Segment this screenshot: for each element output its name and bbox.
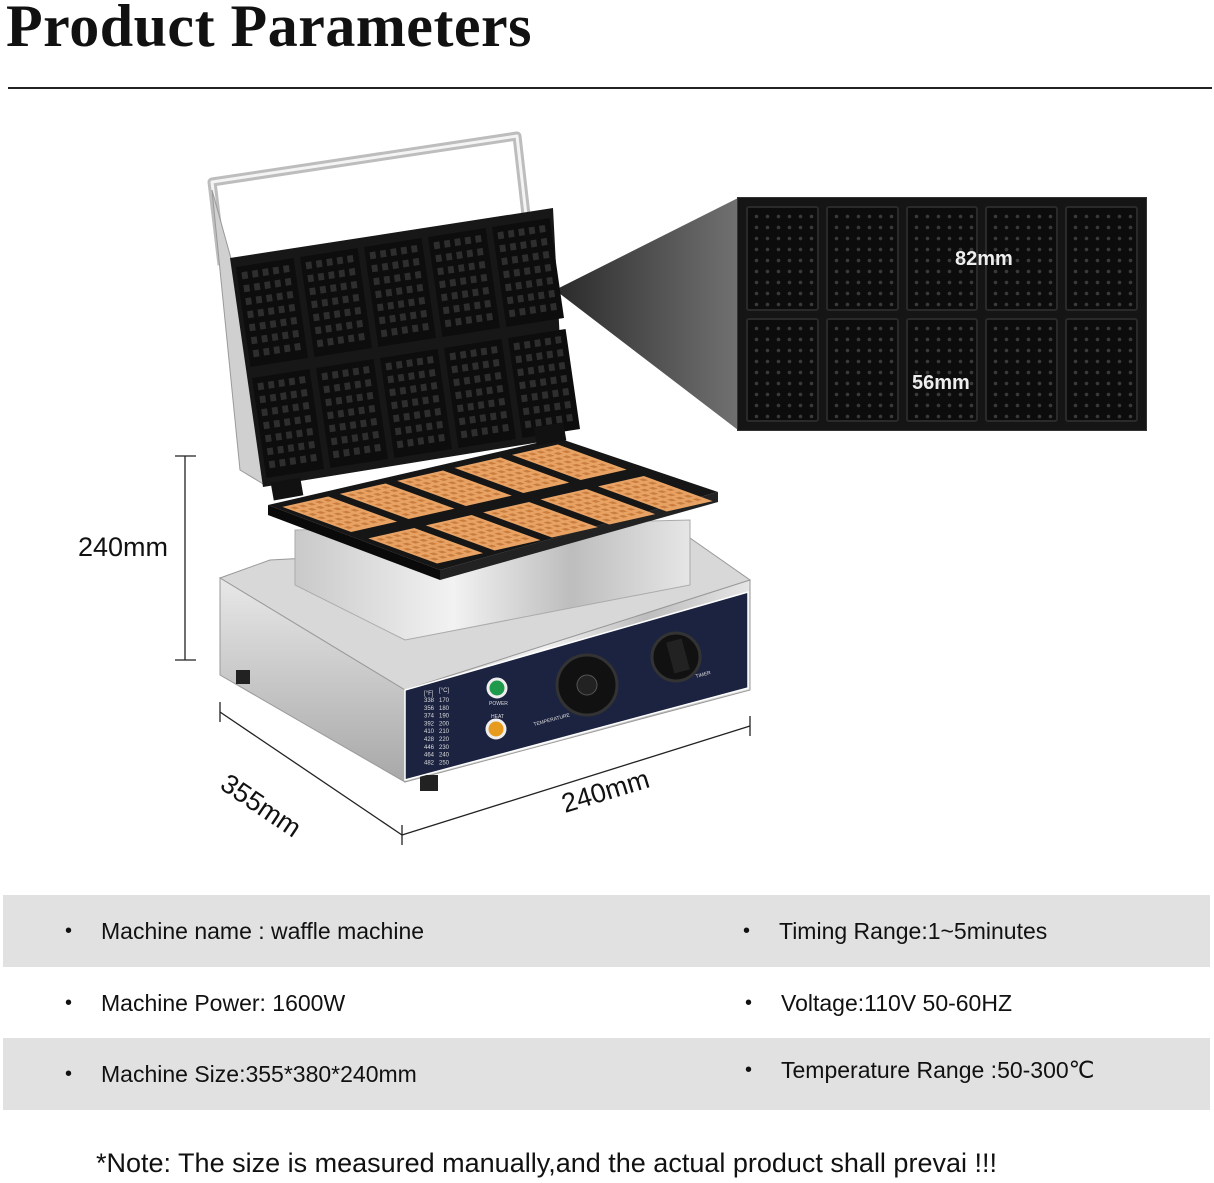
bullet: • [745, 1058, 753, 1081]
waffle-cell-closeup [746, 206, 819, 311]
spec-machine-power: Machine Power: 1600W [101, 989, 346, 1016]
lower-waffles [282, 444, 713, 564]
waffle-height-label: 82mm [955, 248, 1013, 270]
temp-f-value: 464 [424, 753, 435, 759]
temp-f-value: 392 [424, 721, 435, 727]
waffle-cell-closeup [825, 206, 899, 311]
temp-f-value: 410 [424, 729, 435, 735]
temp-f-value: 482 [424, 760, 435, 766]
temp-c-value: 200 [439, 721, 450, 727]
measurement-note: *Note: The size is measured manually,and… [96, 1148, 997, 1178]
waffle-cell-closeup [825, 317, 899, 422]
temp-c-value: 230 [439, 745, 450, 751]
waffle-width-label: 56mm [912, 372, 970, 394]
temp-c-value: 180 [439, 706, 450, 712]
temp-c-value: 190 [439, 714, 450, 720]
spec-machine-size: Machine Size:355*380*240mm [101, 1060, 417, 1087]
temp-c-value: 220 [439, 737, 450, 743]
waffle-cell-closeup [1065, 317, 1138, 422]
temp-f-value: 356 [424, 706, 435, 712]
temp-c-value: 250 [439, 760, 450, 766]
bullet: • [743, 919, 751, 942]
power-label: POWER [489, 701, 508, 707]
magnifier-cone [555, 198, 738, 430]
title-divider [8, 87, 1212, 89]
bullet: • [65, 1062, 73, 1085]
upper-waffles [235, 218, 581, 478]
dimension-lines [175, 455, 751, 845]
temp-header-c: [°C] [439, 688, 449, 694]
power-light [486, 677, 508, 699]
spec-machine-name: Machine name : waffle machine [101, 917, 425, 944]
waffle-cell-closeup [746, 317, 819, 422]
waffle-cell-closeup [985, 317, 1059, 422]
waffle-plate-closeup [738, 198, 1146, 430]
page-title: Product Parameters [6, 0, 533, 59]
heat-label: HEAT [491, 714, 504, 720]
spec-row: • Machine name : waffle machine • Timing R… [3, 895, 1210, 967]
heat-light [485, 718, 507, 740]
spec-timing-range: Timing Range:1~5minutes [779, 917, 1048, 944]
waffle-machine-illustration: [°F] [°C] POWER HEAT TEMPERATURE TIMER 3… [175, 131, 979, 845]
waffle-cell-closeup [905, 206, 979, 311]
spec-voltage: Voltage:110V 50-60HZ [781, 989, 1013, 1016]
timer-label: TIMER [695, 670, 712, 680]
temp-c-value: 210 [439, 729, 450, 735]
temp-f-value: 428 [424, 737, 435, 743]
bullet: • [65, 919, 73, 942]
temp-c-value: 240 [439, 753, 450, 759]
spec-temperature-range: Temperature Range :50-300℃ [781, 1056, 1095, 1083]
waffle-cell-closeup [985, 206, 1059, 311]
bullet: • [65, 991, 73, 1014]
temp-header-f: [°F] [424, 691, 434, 697]
temp-f-value: 446 [424, 745, 435, 751]
height-dimension-label: 240mm [78, 532, 169, 562]
temp-f-value: 374 [424, 714, 435, 720]
waffle-cell-closeup [905, 317, 979, 422]
temp-f-value: 338 [424, 698, 435, 704]
spec-row: • Machine Power: 1600W • Voltage:110V 50-6… [3, 967, 1210, 1039]
temp-c-value: 170 [439, 698, 450, 704]
spec-row: • Machine Size:355*380*240mm • Temperature… [3, 1038, 1210, 1110]
waffle-cell-closeup [1065, 206, 1138, 311]
bullet: • [745, 991, 753, 1014]
